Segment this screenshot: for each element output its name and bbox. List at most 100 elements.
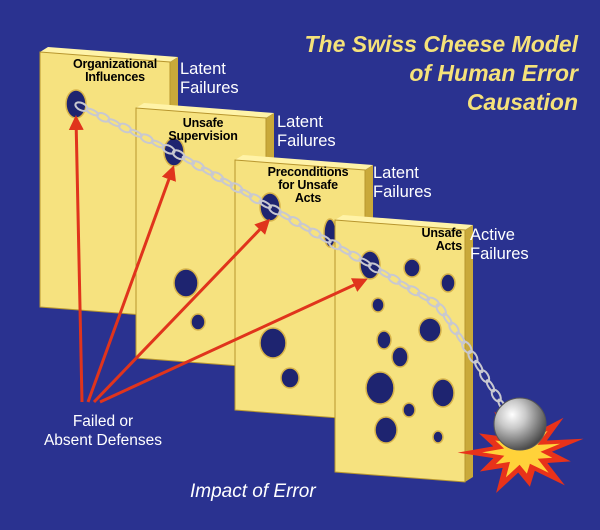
title-line-2: of Human Error [409,60,578,86]
slice-top-edge [40,47,178,62]
chain-link [467,349,479,364]
chain-link [171,149,186,161]
chain-link [377,268,392,279]
chain-link [397,280,411,290]
chain-link [435,302,447,317]
failure-type-line: Failures [470,245,529,263]
chain-link [473,359,484,374]
chain-link [328,239,342,251]
chain-link [288,215,302,228]
slice-label-unsafe-acts: Unsafe Acts [392,226,463,253]
failure-label-unsafe-acts: Active Failures [470,226,529,264]
chain-link [229,182,244,194]
defense-arrow [92,218,271,404]
chain-link [416,291,431,302]
chain-link [358,257,372,267]
chain-link [298,222,312,233]
failure-type-line: Failures [180,79,239,97]
defense-arrows [68,115,368,404]
failure-type-line: Latent [373,164,419,182]
chain-link [239,188,253,199]
failure-type-line: Latent [180,60,226,78]
failure-type-line: Failures [277,132,336,150]
chain-link [442,312,453,326]
chain-link [200,166,215,177]
impact-of-error-label: Impact of Error [190,481,316,502]
title-line-1: The Swiss Cheese Model [304,31,578,57]
slice-label-preconditions: Preconditions for Unsafe Acts [256,166,360,205]
cheese-hole [173,268,199,298]
slice-name-line: Acts [435,239,462,253]
cheese-hole [431,378,455,408]
slice-name-line: for Unsafe [278,178,338,192]
defense-arrow [68,115,84,403]
cheese-hole [374,416,398,444]
chain-link [479,369,491,384]
chain-link [210,171,225,183]
defense-arrow [86,165,176,403]
chain-link [485,379,496,393]
cheese-hole [418,317,442,343]
cheese-hole [440,273,456,293]
chain-link [455,331,466,345]
cheese-hole [403,258,421,278]
cheese-hole [371,297,385,313]
wrecking-ball [493,397,547,451]
failure-label-preconditions: Latent Failures [373,164,432,202]
cheese-slice-4 [334,215,473,483]
defenses-line: Failed or [72,413,134,430]
diagram-title: The Swiss Cheese Model of Human Error Ca… [258,30,578,117]
chain-link [461,340,473,355]
slice-top-edge [136,103,274,118]
defense-arrow [99,278,368,404]
chain [74,101,507,412]
failed-defenses-label: Failed or Absent Defenses [18,412,188,450]
chain-link [318,234,332,244]
defenses-line: Absent Defenses [43,432,163,449]
title-line-3: Causation [466,89,578,115]
chain-link [258,199,272,210]
chain-link [348,250,362,262]
cheese-hole [280,367,300,389]
slice-label-organizational-influences: Organizational Influences [52,58,178,84]
cheese-hole [259,327,287,359]
slice-name-line: Unsafe [421,226,463,240]
cheese-hole [365,371,395,405]
chain-link [161,144,176,155]
slice-name-line: Unsafe [182,116,224,130]
slice-top-edge [335,215,473,230]
cheese-hole [391,346,409,368]
chain-link [387,273,402,285]
chain-link [220,177,234,188]
failure-type-line: Failures [373,183,432,201]
chain-link [248,193,263,205]
cheese-hole [190,313,206,331]
chain-link [490,388,502,403]
chain-link [191,160,205,172]
failure-label-supervision: Latent Failures [277,113,336,151]
failure-type-line: Active [470,226,515,244]
wrecking-ball-icon [457,397,584,493]
chain-link [448,321,460,336]
chain-link [278,210,292,221]
failure-type-line: Latent [277,113,323,131]
slice-top-edge [235,155,373,170]
slice-name-line: Influences [85,70,145,84]
slice-label-unsafe-supervision: Unsafe Supervision [155,117,251,143]
cheese-hole [432,430,444,444]
chain-link [181,155,196,166]
cheese-hole [376,330,392,350]
failure-label-organizational: Latent Failures [180,60,239,98]
slice-name-line: Acts [294,191,322,205]
chain-link [338,245,352,256]
chain-link [308,227,322,239]
cheese-hole [402,402,416,418]
chain-link [426,296,441,308]
chain-link [367,262,382,274]
slice-name-line: Preconditions [267,165,349,179]
chain-link [268,204,282,216]
slice-name-line: Supervision [168,129,238,143]
chain-link [406,285,421,297]
